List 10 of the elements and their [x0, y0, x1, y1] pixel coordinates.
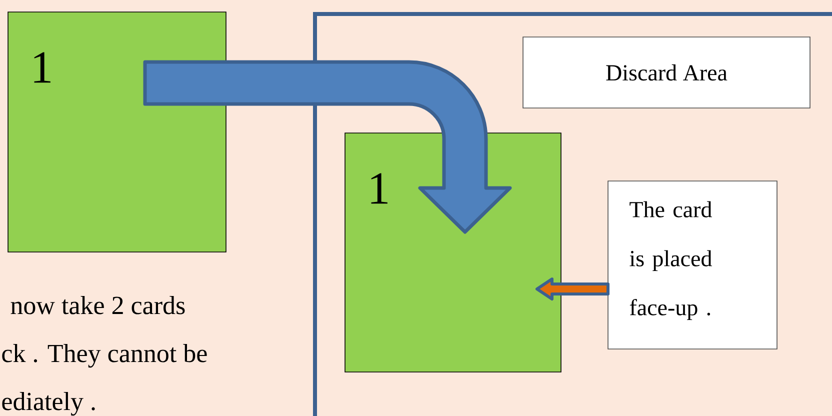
card: 1: [8, 12, 226, 252]
card: 1: [344, 132, 562, 372]
text-line: ediately .: [2, 392, 95, 416]
text-line: ck . They cannot be: [2, 344, 207, 368]
arrow: [143, 60, 512, 234]
text-line: now take 2 cards: [10, 296, 185, 314]
area-border: [313, 12, 832, 416]
title-box: Discard Area: [522, 36, 810, 108]
arrow: [536, 278, 610, 300]
callout-box: The card is placed face-up .: [608, 180, 778, 350]
